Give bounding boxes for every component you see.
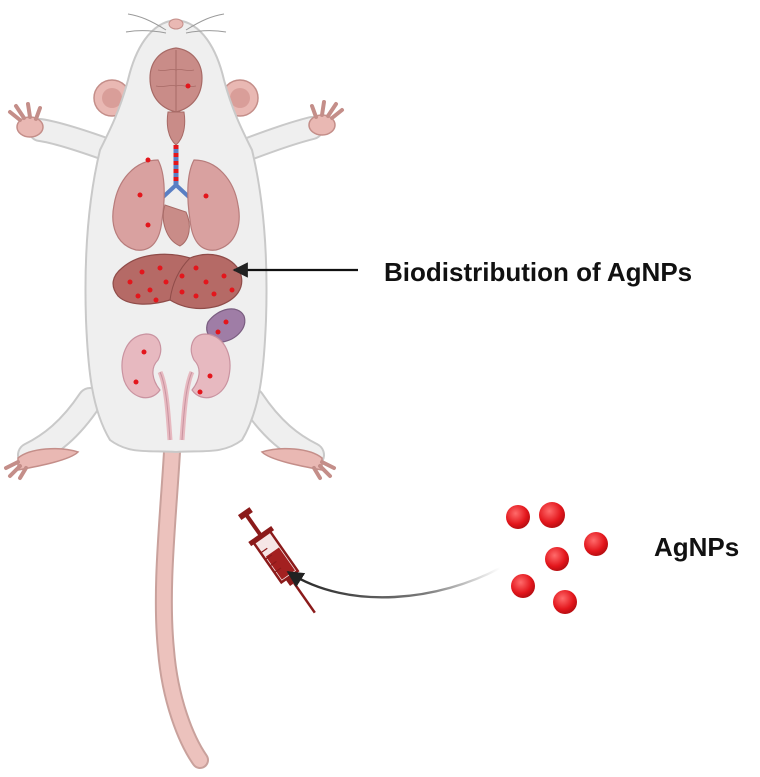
nanoparticle-dot: [584, 532, 608, 556]
whiskers: [125, 13, 227, 34]
mouse-tail: [154, 443, 209, 769]
front-paw-left: [8, 102, 44, 138]
nanoparticle-dot: [545, 547, 569, 571]
nanoparticle-dot: [539, 502, 565, 528]
nanoparticle-dot: [511, 574, 535, 598]
front-paw-right: [308, 100, 344, 136]
hind-foot-right: [260, 447, 336, 480]
brain: [149, 47, 203, 146]
kidneys: [121, 333, 231, 441]
nanoparticle-dot: [553, 590, 577, 614]
liver: [112, 253, 243, 310]
injection-arrow: [286, 566, 501, 599]
nanoparticles: [506, 502, 608, 614]
biodistribution-label: Biodistribution of AgNPs: [384, 257, 692, 287]
agnps-label: AgNPs: [654, 532, 739, 562]
mouse-illustration: [4, 13, 344, 480]
nanoparticle-dot: [506, 505, 530, 529]
hind-foot-left: [4, 447, 80, 480]
nose: [168, 18, 184, 30]
lungs: [112, 157, 240, 251]
syringe-icon: [237, 507, 316, 614]
